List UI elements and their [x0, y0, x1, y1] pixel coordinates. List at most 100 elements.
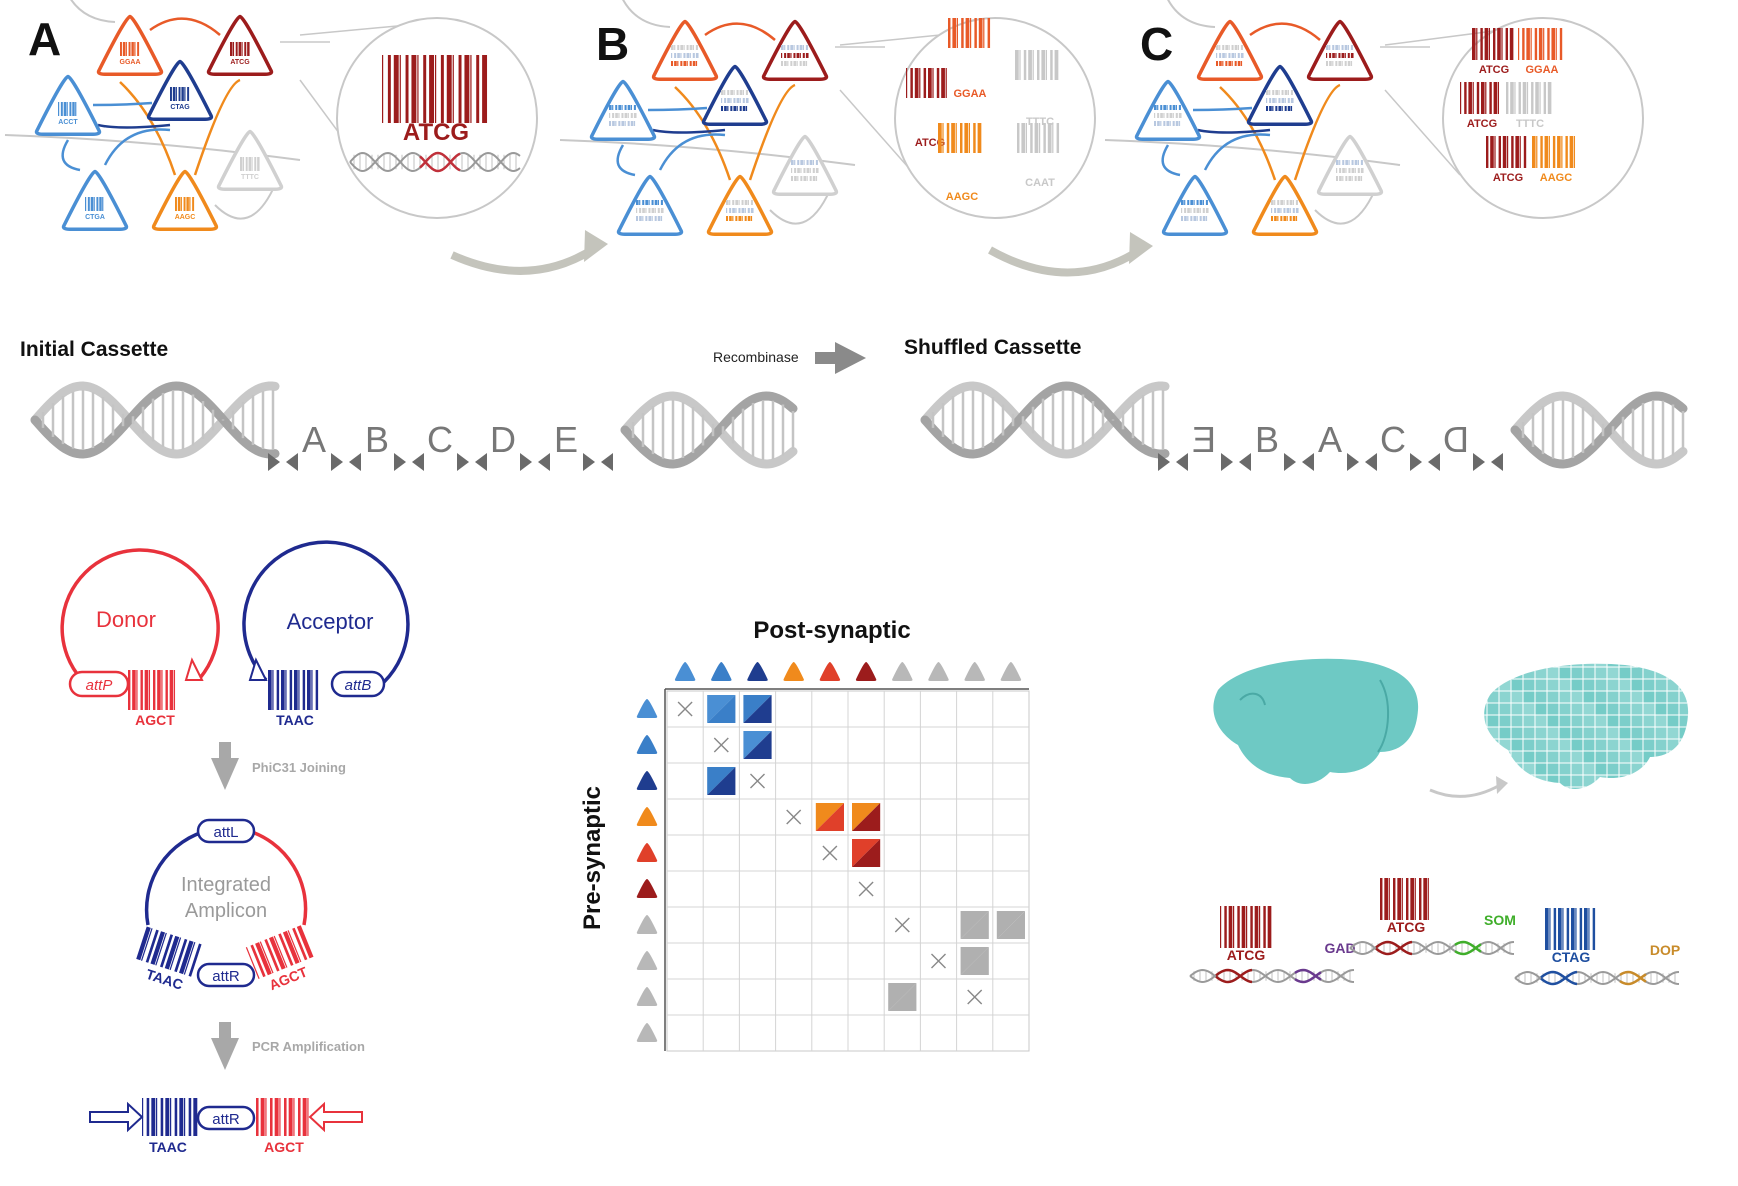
neuron-barcode-row — [1336, 176, 1363, 181]
matrix-connection-cell — [707, 695, 736, 723]
neuron-barcode-row — [1336, 168, 1364, 173]
pcr-amplification-label: PCR Amplification — [252, 1039, 365, 1054]
attb-label: attB — [345, 677, 372, 694]
neuron-barcode-row — [1154, 113, 1182, 118]
neuron-barcode-label: ACCT — [58, 119, 78, 126]
brain-voxelized — [1484, 663, 1689, 789]
matrix-self-mark — [677, 701, 693, 717]
joining-arrow — [211, 742, 239, 790]
pre-synaptic-neuron-icon — [636, 987, 658, 1006]
neuron-barcode-row — [609, 113, 637, 118]
initial-cassette-title: Initial Cassette — [20, 338, 168, 361]
donor-label: Donor — [96, 607, 156, 632]
neuron-barcode-row — [791, 176, 818, 181]
neuron-barcode — [240, 157, 260, 171]
zoom-b-barcode-label: GGAA — [954, 88, 987, 100]
neuron-node — [616, 174, 684, 237]
zoom-b-barcode-label: TTTC — [1026, 116, 1054, 128]
neuron-node — [61, 169, 129, 232]
integrated-label-1: Integrated — [181, 874, 271, 896]
pre-synaptic-neuron-icon — [636, 807, 658, 826]
neuron-barcode-row — [1266, 98, 1294, 103]
cassette-segment-label: B — [1255, 419, 1279, 460]
neuron-barcode-row — [781, 61, 808, 66]
zoom-c-barcode-label: TTTC — [1516, 118, 1544, 130]
zoom-a-barcode-label: ATCG — [403, 119, 469, 146]
acceptor-barcode: TAAC — [276, 712, 314, 728]
lox-site — [1410, 453, 1440, 471]
neuron-node — [1134, 79, 1202, 142]
cassette-segment-label: E — [1192, 419, 1216, 460]
brain-transform-arrow — [1429, 783, 1501, 798]
gene-dna — [1349, 940, 1515, 956]
panel-letter-b: B — [596, 18, 629, 70]
matrix-self-mark — [967, 989, 983, 1005]
pre-synaptic-neuron-icon — [636, 915, 658, 934]
amplicon-barcode-red-bars — [256, 1098, 309, 1136]
pre-synaptic-title: Pre-synaptic — [579, 786, 606, 930]
matrix-connection-cell — [960, 911, 989, 939]
neuron-barcode-row — [1216, 61, 1243, 66]
integrated-barcode-blue-bars — [136, 926, 202, 977]
lox-site — [457, 453, 487, 471]
amplicon-barcode-blue-bars — [142, 1098, 198, 1136]
lox-site — [331, 453, 361, 471]
panel-letter-c: C — [1140, 18, 1173, 70]
integrated-plasmid-blue — [144, 828, 211, 926]
gene-barcode-label: CTAG — [1552, 949, 1591, 965]
neuron-barcode-row — [1326, 61, 1353, 66]
matrix-connection-cell — [852, 803, 881, 831]
cassette-segment-label: B — [365, 419, 389, 460]
gene-dna-highlight — [1294, 968, 1322, 984]
neuron-barcode-row — [1181, 216, 1208, 221]
neuron-barcode-row — [671, 61, 698, 66]
zoom-circle-a: ATCG — [299, 17, 538, 219]
matrix-self-mark — [750, 773, 765, 789]
cassette-segment-label: D — [490, 419, 516, 460]
post-synaptic-neuron-icon — [747, 662, 768, 681]
brain-solid — [1213, 658, 1419, 784]
neuron-barcode-row — [671, 53, 699, 58]
pre-synaptic-neuron-icon — [636, 843, 658, 862]
neuron-barcode-row — [609, 121, 636, 126]
neuron-barcode-row — [781, 45, 808, 50]
amplicon: attR TAAC AGCT — [89, 1098, 363, 1155]
matrix-connection-cell — [852, 803, 881, 831]
gene-barcode-label: ATCG — [1227, 947, 1266, 963]
zoom-c-barcode — [1460, 82, 1499, 114]
matrix-connection-cell — [996, 911, 1025, 939]
zoom-b-barcode — [938, 123, 982, 153]
neuron-barcode — [230, 42, 250, 56]
curved-arrow-b-to-c — [988, 246, 1143, 277]
neuron-barcode-row — [1181, 208, 1209, 213]
gene-barcode-label: ATCG — [1387, 919, 1426, 935]
post-synaptic-title: Post-synaptic — [753, 617, 910, 644]
post-synaptic-neuron-icon — [964, 662, 985, 681]
integrated-barcode-blue: TAAC — [144, 966, 185, 993]
integrated-label-2: Amplicon — [185, 900, 267, 922]
pre-synaptic-neuron-icon — [636, 951, 658, 970]
neuron-barcode-row — [1326, 53, 1354, 58]
acceptor-plasmid — [242, 540, 410, 684]
neuron-barcode-label: GGAA — [120, 59, 141, 66]
pre-synaptic-neuron-icon — [636, 879, 658, 898]
integrated-barcode-red: AGCT — [267, 963, 310, 993]
neuron-barcode — [120, 42, 140, 56]
neuron-barcode-label: CTAG — [170, 104, 190, 111]
attr-label-integrated: attR — [212, 968, 240, 985]
dna-helix — [30, 381, 280, 459]
integrated-plasmid-red — [245, 828, 308, 926]
zoom-b-barcode — [1017, 123, 1060, 153]
neuron-node — [1161, 174, 1229, 237]
neuron-barcode-row — [1216, 53, 1244, 58]
matrix-connection-cell — [960, 947, 989, 975]
neuron-barcode-label: ATCG — [230, 59, 250, 66]
lox-site — [583, 453, 613, 471]
zoom-c-barcode-label: ATCG — [1479, 64, 1509, 76]
neuron-node — [771, 134, 839, 197]
gene-barcode-bars — [1380, 878, 1429, 920]
zoom-b-barcode-label: CAAT — [1025, 177, 1055, 189]
